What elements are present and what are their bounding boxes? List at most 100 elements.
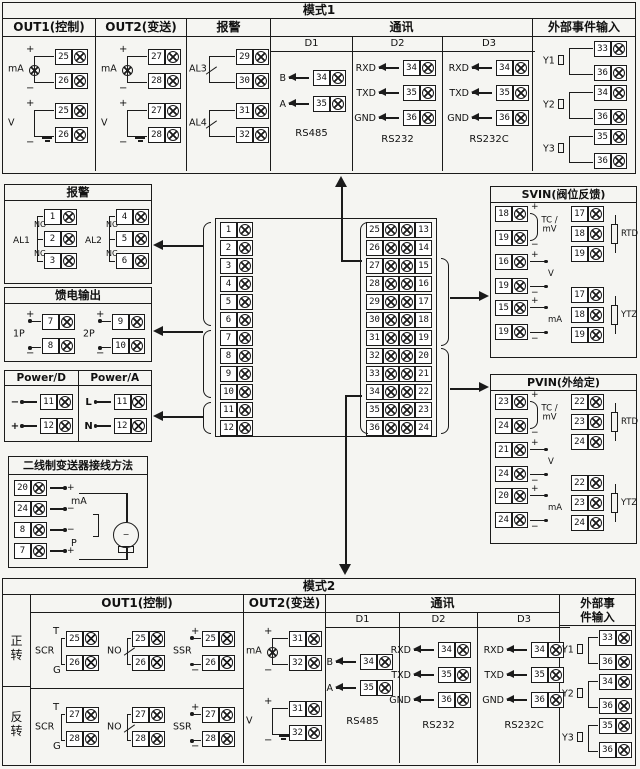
terminal: 5 [116, 231, 149, 247]
terminal-number: 4 [116, 209, 133, 225]
terminal: 27 [148, 49, 181, 65]
terminal: 23 [495, 394, 528, 410]
strip-row: 7 [220, 330, 253, 346]
terminal-number: 25 [55, 49, 72, 65]
strip-row: 6 [220, 312, 253, 328]
terminal: 2 [44, 231, 77, 247]
terminal: 36 [403, 110, 436, 126]
screw-icon [129, 314, 145, 330]
terminal-number: 26 [202, 654, 219, 671]
screw-icon [513, 85, 529, 101]
screw-icon [72, 127, 88, 143]
arrow-to-mode1 [335, 176, 347, 187]
signal-label: A [279, 98, 287, 110]
terminal: 25 [132, 630, 165, 647]
terminal: 19 [495, 230, 528, 246]
strip-row: 2 [220, 240, 253, 256]
terminal-number: 27 [366, 258, 383, 274]
screw-icon [611, 129, 627, 145]
terminal-number: 20 [14, 480, 31, 496]
strip-row: 9 [220, 366, 253, 382]
wire-bracket [61, 637, 65, 665]
screw-icon [219, 731, 235, 747]
screw-icon [31, 501, 47, 517]
wire-bracket [37, 216, 43, 262]
terminal: 24 [571, 434, 635, 450]
screw-icon [588, 246, 604, 262]
terminal-number: 23 [571, 495, 588, 511]
t-label: T [53, 625, 60, 637]
screw-icon [83, 731, 99, 747]
terminal: 31 [289, 701, 322, 717]
group-label: TC / mV [541, 403, 558, 423]
plus-sign: + [26, 309, 35, 320]
wire-bracket [93, 514, 99, 537]
wire-bracket [34, 110, 54, 142]
screw-icon [237, 366, 253, 382]
terminal: 35 [599, 718, 632, 734]
g-label: G [53, 741, 61, 752]
group-label: mA [548, 503, 563, 513]
terminal: 16 [495, 254, 528, 270]
terminal-number: 10 [112, 338, 129, 354]
screw-icon [219, 654, 235, 671]
screw-icon [399, 240, 415, 256]
screw-icon [588, 327, 604, 343]
terminal-number: 31 [289, 631, 306, 647]
screw-icon [512, 394, 528, 410]
terminal-number: 14 [415, 240, 432, 256]
minus-sign: − [531, 428, 539, 438]
wire [345, 395, 347, 565]
terminal: 33 [594, 41, 627, 57]
wire [341, 186, 343, 261]
wire-arrow-icon [378, 86, 399, 98]
terminal-number: 15 [495, 300, 512, 316]
screw-icon [383, 348, 399, 364]
terminal-number: 5 [220, 294, 237, 310]
terminal: 18 [571, 307, 635, 323]
wire-arrow-icon [288, 97, 309, 109]
terminal-number: 26 [66, 654, 83, 671]
screw-icon [611, 41, 627, 57]
screw-icon [611, 85, 627, 101]
bracket-terminals-11-12 [203, 402, 211, 434]
twowire-row: 24− [14, 501, 147, 517]
screw-icon [383, 222, 399, 238]
wire-bracket [569, 92, 593, 119]
terminal-number: 1 [44, 209, 61, 225]
terminal-number: 25 [366, 222, 383, 238]
signal-label: RXD [390, 644, 411, 656]
screw-icon [31, 522, 47, 538]
terminal: 27 [66, 707, 99, 723]
group-label: SCR [35, 645, 55, 656]
group-label: Y1 [562, 644, 574, 656]
terminal-number: 36 [594, 109, 611, 125]
terminal: 19 [495, 324, 528, 340]
wire-bracket [190, 712, 201, 743]
wire [530, 284, 548, 290]
terminal: 35 [438, 667, 471, 683]
screw-icon [588, 206, 604, 222]
twowire-row: 8− [14, 522, 147, 538]
terminal: 18 [495, 206, 528, 222]
screw-icon [237, 294, 253, 310]
terminal: 11 [113, 394, 147, 410]
